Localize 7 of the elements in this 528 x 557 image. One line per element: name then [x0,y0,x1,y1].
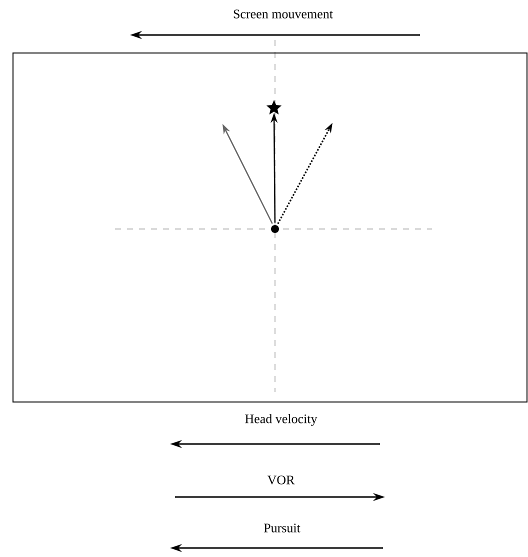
dot [271,225,279,233]
arrow-label: Screen mouvement [234,10,333,18]
arrow-label: VOR [267,476,295,484]
arrow-label: Head velocity [245,414,318,426]
screen-frame [12,52,528,402]
arrow-label: Pursuit [264,524,300,532]
star [266,100,282,114]
